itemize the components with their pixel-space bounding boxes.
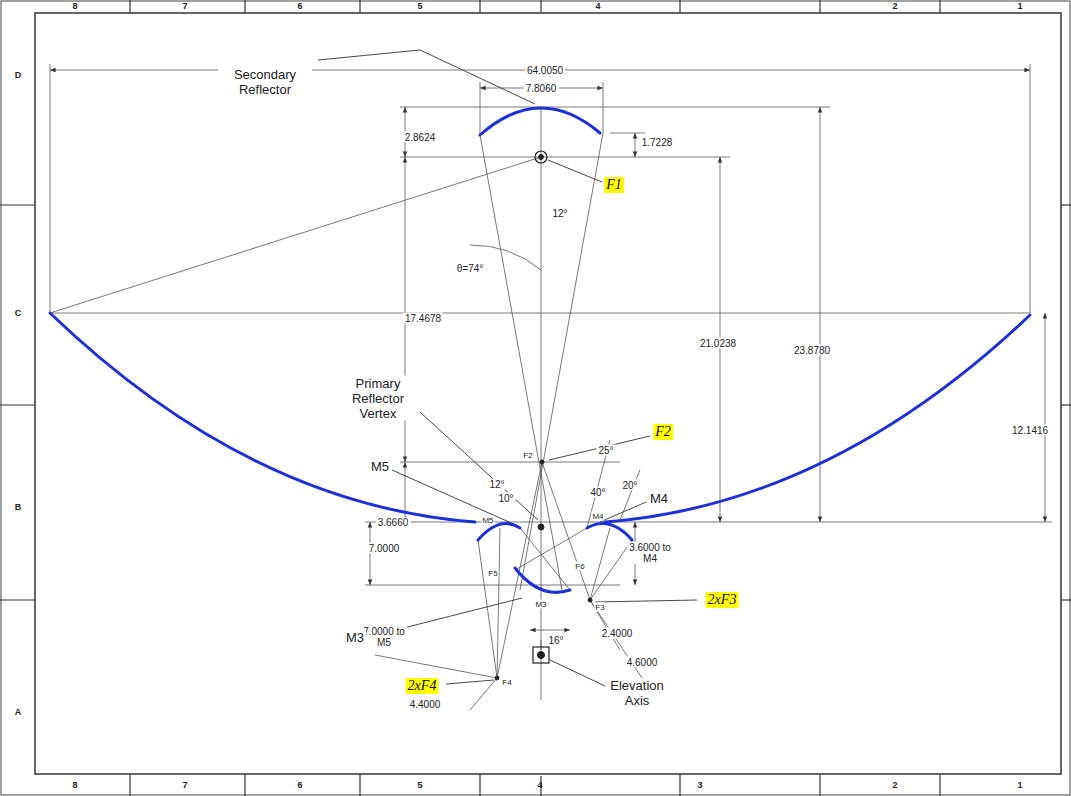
part-label: M4 (648, 491, 670, 506)
zone-marker: 5 (417, 780, 422, 790)
focal-point-label: F1 (604, 177, 624, 193)
dimension-label: 16° (546, 635, 565, 646)
zone-marker: 1 (1017, 1, 1022, 11)
dimension-label: 7.8060 (524, 83, 559, 94)
dimension-label: 7.0000 to M5 (361, 626, 407, 648)
dimension-label: 25° (596, 445, 615, 456)
point-label: F4 (501, 678, 512, 687)
zone-marker: 3 (697, 780, 702, 790)
dimension-label: 2.4000 (600, 628, 635, 639)
zone-marker: 7 (182, 780, 187, 790)
zone-marker: 1 (1017, 780, 1022, 790)
part-label: M3 (344, 630, 366, 645)
zone-marker: 7 (182, 1, 187, 11)
dimension-label: θ=74° (455, 263, 486, 274)
zone-marker: 4 (595, 1, 600, 11)
dimension-label: 7.0000 (367, 543, 402, 554)
dimension-label: 3.6000 to M4 (627, 542, 673, 564)
point-label: F6 (574, 562, 585, 571)
dimension-label: 12.1416 (1010, 425, 1050, 436)
part-label: Secondary Reflector (218, 67, 312, 97)
zone-marker: A (15, 707, 22, 717)
zone-marker: 2 (892, 1, 897, 11)
dimension-label: 1.7228 (640, 137, 675, 148)
point-label: F5 (487, 569, 498, 578)
point-label: M3 (534, 600, 547, 609)
part-label: Elevation Axis (605, 678, 669, 708)
focal-point-label: 2xF4 (406, 678, 439, 694)
dimension-label: 64.0050 (525, 65, 565, 76)
focal-point-label: F2 (653, 424, 673, 440)
zone-marker: 5 (417, 1, 422, 11)
dimension-label: 10° (496, 493, 515, 504)
dimension-label: 4.6000 (625, 657, 660, 668)
zone-marker: 6 (297, 1, 302, 11)
zone-marker: 2 (892, 780, 897, 790)
dimension-label: 12° (487, 479, 506, 490)
point-label: M5 (481, 516, 494, 525)
point-label: M4 (591, 512, 604, 521)
point-label: F2 (522, 451, 533, 460)
zone-marker: 8 (72, 1, 77, 11)
dimension-label: 20° (620, 480, 639, 491)
zone-marker: 6 (297, 780, 302, 790)
dimension-label: 23.8780 (792, 345, 832, 356)
dimension-label: 4.4000 (408, 699, 443, 710)
point-label: F3 (594, 603, 605, 612)
zone-marker: D (15, 70, 22, 80)
focal-point-label: 2xF3 (706, 592, 739, 608)
zone-marker: 4 (537, 780, 542, 790)
dimension-label: 3.6660 (376, 517, 411, 528)
dimension-label: 21.0238 (698, 338, 738, 349)
zone-marker: 8 (72, 780, 77, 790)
dimension-label: 12° (550, 208, 569, 219)
part-label: M5 (369, 459, 391, 474)
dimension-label: 2.8624 (403, 132, 438, 143)
part-label: Primary Reflector Vertex (336, 376, 420, 421)
dimension-label: 40° (588, 487, 607, 498)
dimension-label: 17.4678 (403, 313, 443, 324)
zone-marker: C (15, 308, 22, 318)
zone-marker: B (15, 502, 22, 512)
